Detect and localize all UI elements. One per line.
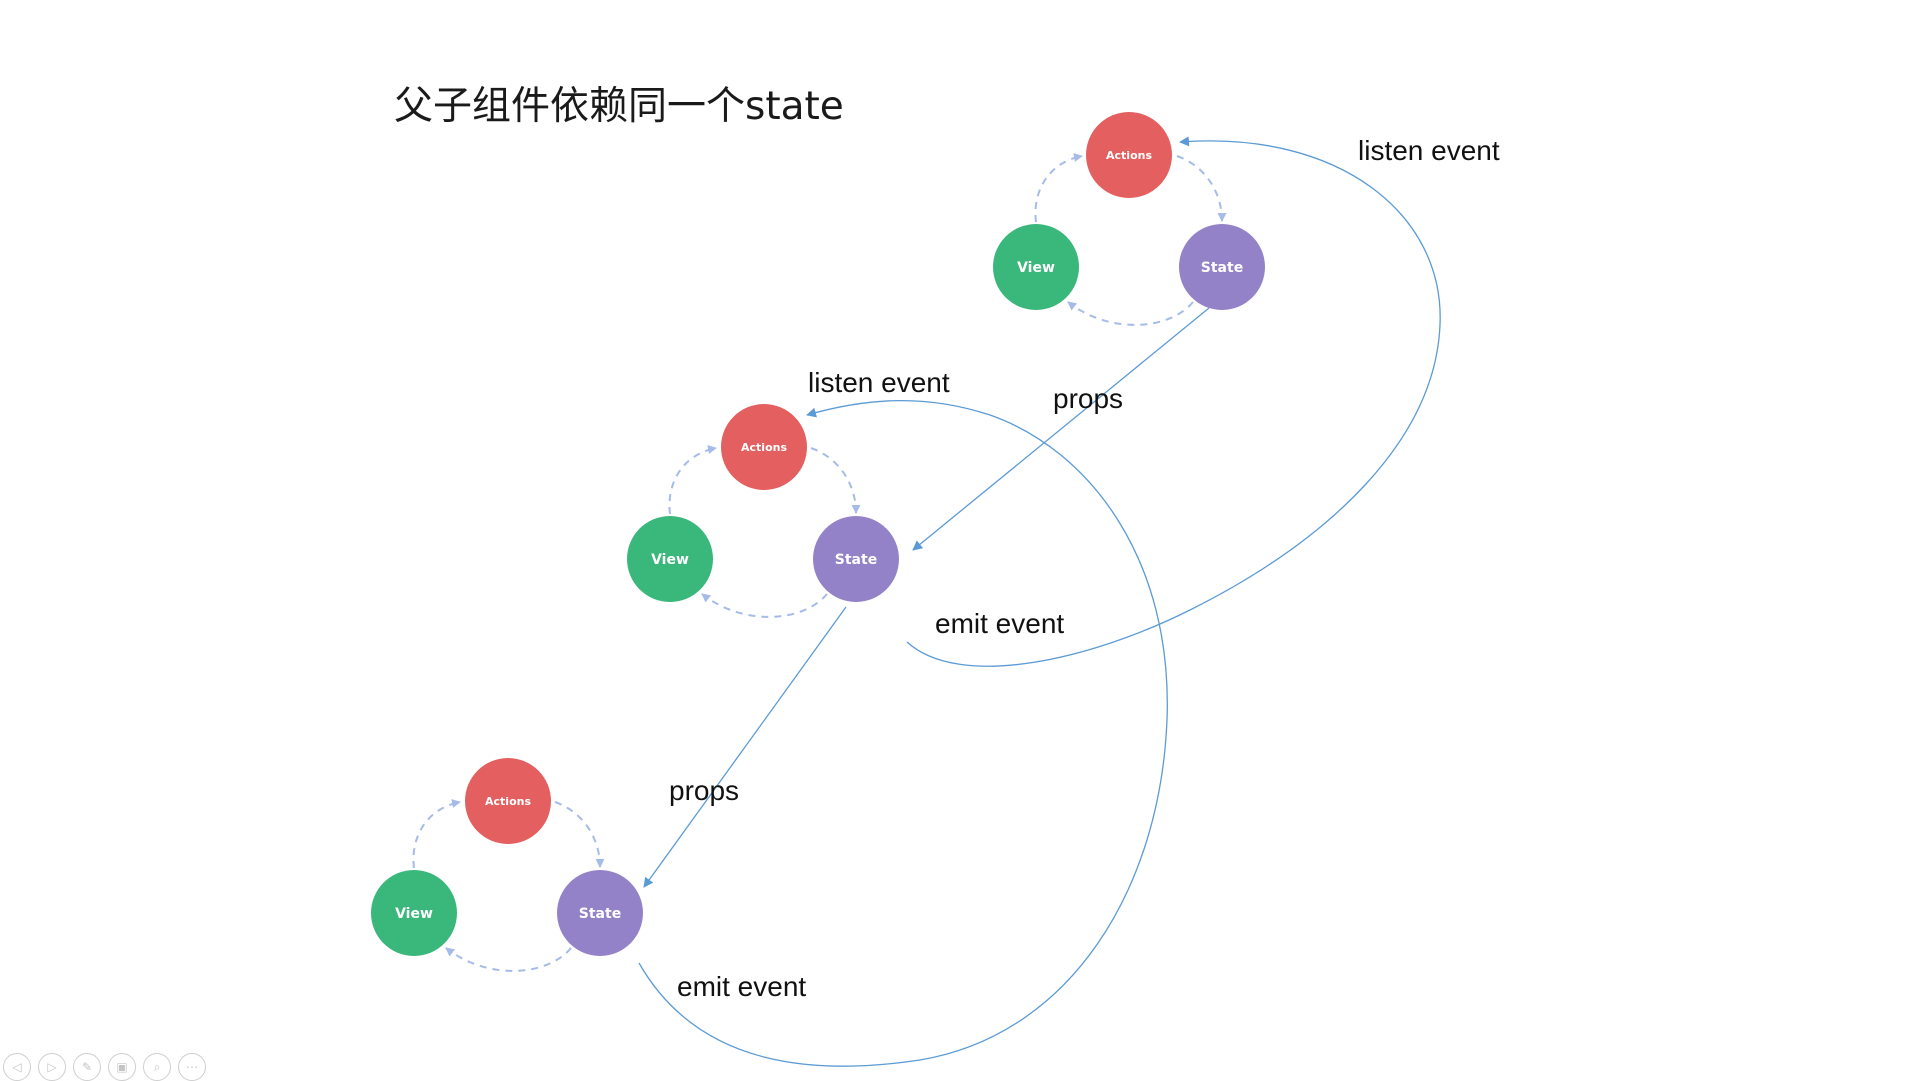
previous-slide-icon[interactable]: ◁ xyxy=(3,1053,31,1081)
zoom-icon[interactable]: ⌕ xyxy=(143,1053,171,1081)
actions-node-label: Actions xyxy=(1106,149,1152,162)
listen-event-label-top: listen event xyxy=(1358,135,1500,166)
emit-event-label-mid: emit event xyxy=(935,608,1064,639)
cluster-bottom: Actions View State xyxy=(371,758,643,956)
cycle-arrows xyxy=(412,153,1227,972)
flow-arrows xyxy=(638,136,1441,1067)
props-label-bottom: props xyxy=(669,775,739,806)
pen-icon[interactable]: ✎ xyxy=(73,1053,101,1081)
view-node xyxy=(993,224,1079,310)
emit-event-label-bottom: emit event xyxy=(677,971,806,1002)
more-options-icon[interactable]: ⋯ xyxy=(178,1053,206,1081)
state-node xyxy=(557,870,643,956)
slide-title: 父子组件依赖同一个state xyxy=(394,84,844,129)
view-node-label: View xyxy=(395,906,433,922)
state-node-label: State xyxy=(579,906,621,922)
view-node xyxy=(627,516,713,602)
state-node-label: State xyxy=(835,552,877,568)
slides-grid-icon[interactable]: ▣ xyxy=(108,1053,136,1081)
actions-node xyxy=(1086,112,1172,198)
view-node-label: View xyxy=(651,552,689,568)
state-node xyxy=(1179,224,1265,310)
props-label-top: props xyxy=(1053,383,1123,414)
cluster-middle: Actions View State xyxy=(627,404,899,602)
cluster-top: Actions View State xyxy=(993,112,1265,310)
props-arrow-top xyxy=(912,307,1210,551)
listen-event-arrow-top xyxy=(906,136,1441,667)
actions-node-label: Actions xyxy=(741,441,787,454)
slideshow-toolbar: ◁ ▷ ✎ ▣ ⌕ ⋯ xyxy=(3,1053,206,1081)
state-node xyxy=(813,516,899,602)
actions-node xyxy=(721,404,807,490)
next-slide-icon[interactable]: ▷ xyxy=(38,1053,66,1081)
actions-node-label: Actions xyxy=(485,795,531,808)
view-node-label: View xyxy=(1017,260,1055,276)
listen-event-label-mid: listen event xyxy=(808,367,950,398)
state-node-label: State xyxy=(1201,260,1243,276)
listen-event-arrow-mid xyxy=(638,399,1168,1067)
actions-node xyxy=(465,758,551,844)
view-node xyxy=(371,870,457,956)
props-arrow-bottom xyxy=(643,606,847,888)
